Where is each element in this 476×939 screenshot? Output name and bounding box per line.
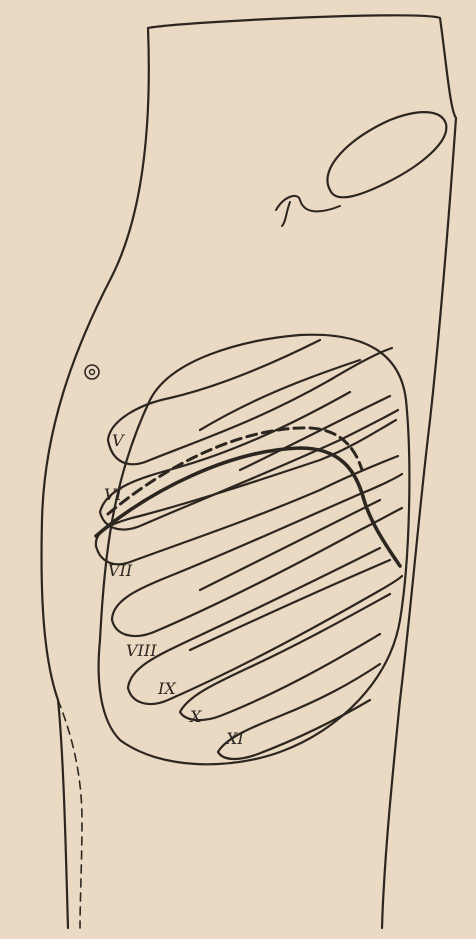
resection-outline [99,335,410,765]
label-rib-v: V [112,431,125,450]
label-rib-ix: IX [157,679,176,698]
nipple-icon [85,365,99,379]
ribs [96,340,402,759]
label-rib-xi: XI [224,729,244,748]
label-rib-viii: VIII [126,641,157,660]
rib-stripe [200,360,360,430]
trunk-outline [42,15,456,928]
axilla-fold-icon [276,196,340,226]
label-rib-x: X [188,707,202,726]
label-rib-vi: VI [104,485,123,504]
label-rib-vii: VII [108,561,133,580]
rib-stripe [190,560,390,650]
arm-oval [327,112,446,197]
